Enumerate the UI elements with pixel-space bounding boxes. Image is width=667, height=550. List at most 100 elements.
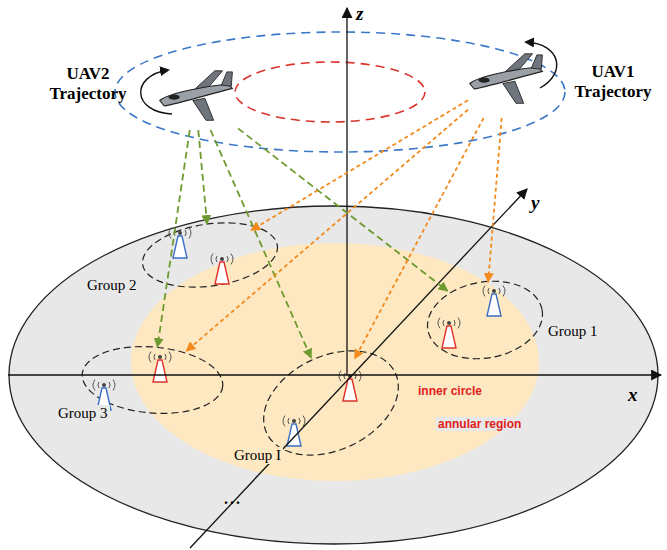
signal-wave (438, 318, 440, 329)
uav-trajectory-outer (115, 32, 565, 152)
signal-wave (483, 286, 485, 297)
signal-wave (216, 256, 217, 262)
group-label: Group 3 (56, 405, 110, 422)
uav-tail (221, 72, 232, 86)
z-axis (346, 8, 347, 375)
signal-wave (503, 286, 505, 297)
direction-arrow (141, 70, 172, 114)
uav-cockpit (479, 78, 490, 83)
signal-wave (227, 256, 228, 262)
label-holder: z (356, 3, 363, 25)
uav-tail (531, 55, 542, 69)
signal-wave (355, 373, 356, 379)
signal-wave (458, 318, 460, 329)
y-axis (190, 189, 527, 548)
uav-node: UAV2 Trajectory (38, 56, 238, 130)
node-outline (140, 222, 280, 288)
signal-wave (339, 371, 341, 382)
uav-fuselage (160, 84, 233, 106)
signal-arrow (198, 130, 207, 224)
signal-wave (185, 230, 186, 236)
uav-plane (470, 54, 543, 104)
signal-wave (93, 380, 95, 391)
uav-cockpit (169, 95, 180, 100)
signal-wave (299, 418, 300, 424)
group-outline (138, 215, 281, 295)
group-label: Group 1 (546, 323, 600, 340)
signal-wave (443, 320, 444, 326)
text-holder: Group 1 (546, 322, 600, 340)
antenna-tip (158, 355, 162, 359)
signal-wave (344, 373, 345, 379)
signal-wave (454, 320, 455, 326)
signal-arrow (157, 130, 189, 347)
base-station-tower (487, 294, 501, 316)
base-station-tower (215, 262, 229, 284)
base-station (211, 254, 233, 284)
node-outline (468, 44, 664, 118)
base-station-tower (153, 360, 167, 382)
uav-node: UAV1 Trajectory (468, 44, 664, 118)
signal-wave (169, 352, 171, 363)
axis-label: y (531, 192, 539, 214)
text-holder: Group I (232, 446, 283, 464)
signal-wave (231, 254, 233, 265)
signal-wave (165, 354, 166, 360)
signal-arrow (251, 100, 468, 230)
inner-circle: inner circle (130, 242, 540, 482)
text-holder: annular region (436, 414, 523, 432)
uav-trajectory-inner (235, 62, 425, 122)
signal-wave (109, 382, 110, 388)
signal-wave (169, 228, 171, 239)
signal-arrow (488, 118, 502, 282)
text-holder: UAV2 Trajectory (42, 64, 134, 103)
antenna-tip (178, 231, 182, 235)
base-station (438, 318, 460, 348)
antenna-tip (447, 321, 451, 325)
text-holder: inner circle (416, 381, 484, 399)
base-station (483, 286, 505, 316)
signal-wave (288, 418, 289, 424)
text-holder: Group 2 (85, 276, 139, 294)
signal-arrow (186, 110, 468, 351)
antenna-tip (492, 289, 496, 293)
node-outline (425, 280, 545, 360)
label-holder: y (531, 192, 539, 214)
ellipsis-mark: ... (224, 490, 242, 508)
uav-fuselage (470, 67, 543, 89)
axis-label: z (356, 3, 363, 25)
node-outline (258, 354, 404, 452)
signal-wave (189, 228, 191, 239)
label-holder: x (628, 384, 638, 406)
text-holder: Group 3 (56, 404, 110, 422)
signal-arrow (238, 128, 448, 291)
signal-wave (488, 288, 489, 294)
user-group: Group 3 (80, 345, 225, 415)
user-group: Group 2 (140, 222, 280, 288)
signal-wave (113, 380, 115, 391)
antenna-tip (292, 419, 296, 423)
uav-wing (193, 98, 214, 120)
uav-label: UAV2 Trajectory (42, 64, 134, 103)
signal-wave (149, 352, 151, 363)
base-station (149, 352, 171, 382)
signal-wave (283, 416, 285, 427)
user-group: Group 1 (425, 280, 545, 360)
uav-wing (503, 81, 524, 103)
signal-wave (359, 371, 361, 382)
signal-wave (98, 382, 99, 388)
region-label: annular region (436, 417, 523, 431)
region-label: inner circle (416, 384, 484, 398)
signal-wave (154, 354, 155, 360)
text-holder: UAV1 Trajectory (566, 62, 660, 101)
user-group: Group I (258, 354, 404, 452)
x-axis (8, 374, 661, 375)
antenna-tip (102, 383, 106, 387)
label-holder: ... (224, 490, 242, 508)
group-label: Group 2 (85, 277, 139, 294)
uav-plane (160, 71, 233, 121)
signal-arrow (210, 130, 311, 358)
region-ellipse (131, 243, 539, 481)
signal-wave (499, 288, 500, 294)
